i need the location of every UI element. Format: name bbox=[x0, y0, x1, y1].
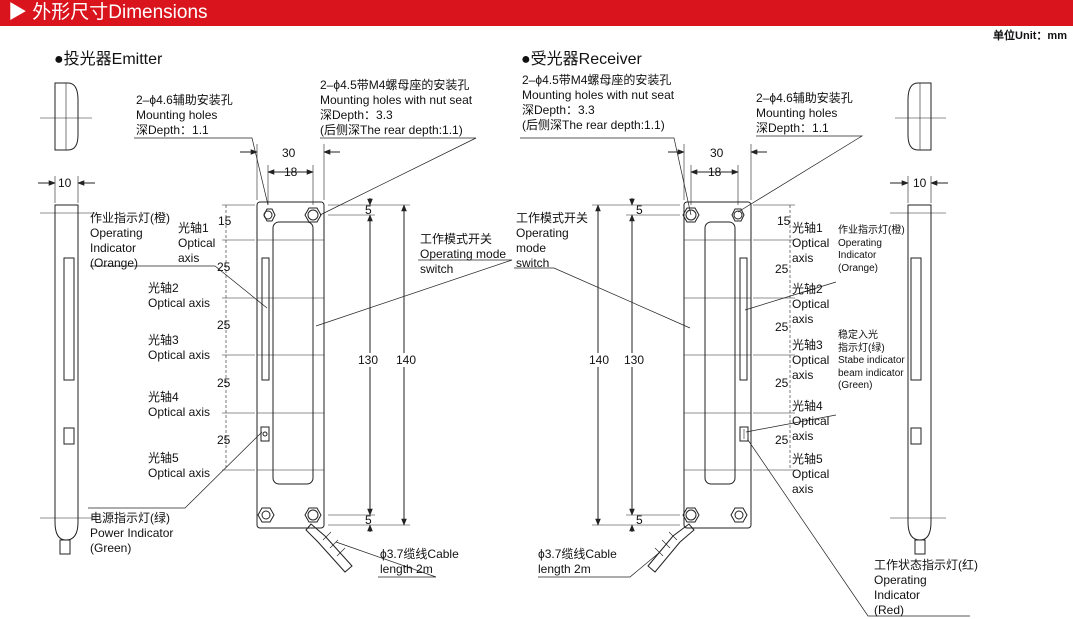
receiver-dim-140: 140 bbox=[589, 353, 610, 367]
emitter-dim-25-b: 25 bbox=[217, 318, 231, 332]
emitter-dim-5-top: 5 bbox=[365, 203, 372, 217]
receiver-section-title: ●受光器Receiver bbox=[521, 51, 642, 68]
emitter-dim-5-bottom: 5 bbox=[365, 513, 372, 527]
emitter-dim-25-a: 25 bbox=[217, 260, 231, 274]
receiver-side-view bbox=[890, 82, 948, 555]
receiver-dim-10: 10 bbox=[913, 176, 927, 190]
receiver-dim-5-top: 5 bbox=[636, 203, 643, 217]
receiver-dim-5-bottom: 5 bbox=[636, 513, 643, 527]
emitter-side-view bbox=[38, 82, 95, 555]
emitter-dim-140: 140 bbox=[396, 353, 417, 367]
emitter-dim-18: 18 bbox=[284, 165, 298, 179]
receiver-dim-30: 30 bbox=[710, 146, 724, 160]
emitter-power-indicator-label: 电源指示灯(绿)Power Indicator(Green) bbox=[90, 511, 174, 555]
receiver-dim-18: 18 bbox=[708, 165, 722, 179]
unit-label: 单位Unit：mm bbox=[993, 30, 1067, 42]
receiver-dim-25-d: 25 bbox=[775, 433, 789, 447]
receiver-dim-25-a: 25 bbox=[775, 262, 789, 276]
emitter-front-view bbox=[88, 137, 513, 578]
receiver-dim-25-c: 25 bbox=[775, 376, 789, 390]
emitter-dim-15: 15 bbox=[218, 214, 232, 228]
emitter-dim-10: 10 bbox=[58, 176, 72, 190]
banner-title: ▶ 外形尺寸Dimensions bbox=[8, 2, 208, 23]
header-banner: ▶ 外形尺寸Dimensions bbox=[0, 0, 1073, 26]
emitter-dim-30: 30 bbox=[282, 146, 296, 160]
emitter-dim-130: 130 bbox=[358, 353, 379, 367]
emitter-dim-25-d: 25 bbox=[217, 433, 231, 447]
emitter-section-title: ●投光器Emitter bbox=[54, 51, 163, 68]
receiver-dim-25-b: 25 bbox=[775, 320, 789, 334]
receiver-dim-130: 130 bbox=[624, 353, 645, 367]
emitter-dim-25-c: 25 bbox=[217, 376, 231, 390]
receiver-dim-15: 15 bbox=[777, 214, 791, 228]
